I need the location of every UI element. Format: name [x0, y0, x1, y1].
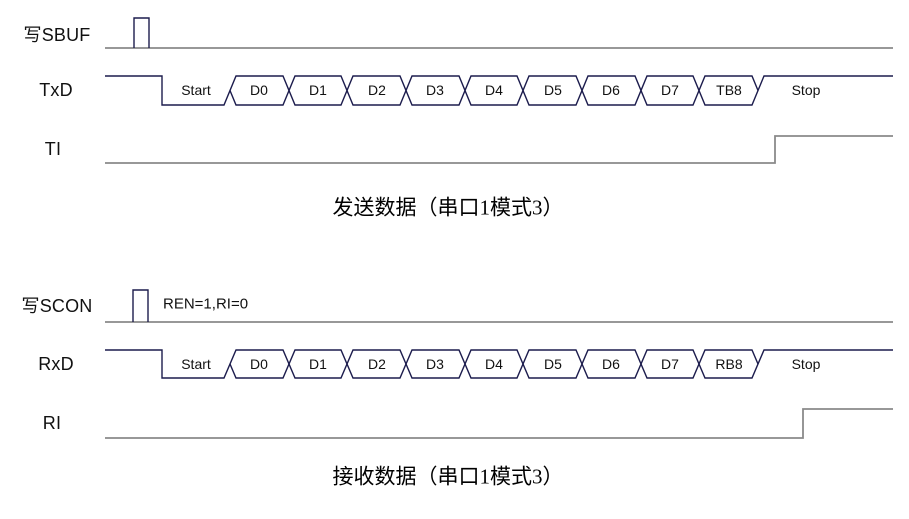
bit-label-rx-d6: D6: [602, 356, 620, 372]
bit-label-tx-d7: D7: [661, 82, 679, 98]
rxd-waveform-b: [229, 349, 893, 379]
scon-annotation: REN=1,RI=0: [163, 295, 249, 313]
bit-label-tx-d6: D6: [602, 82, 620, 98]
signal-label-write-scon: 写SCON: [21, 296, 93, 316]
scon-write-pulse: [132, 289, 149, 322]
bit-label-tx-d1: D1: [309, 82, 327, 98]
bit-label-rx-d0: D0: [250, 356, 268, 372]
bit-label-tx-tb8: TB8: [716, 82, 742, 98]
bit-label-rx-d5: D5: [544, 356, 562, 372]
bit-label-tx-stop: Stop: [791, 82, 821, 98]
bit-label-rx-d3: D3: [426, 356, 444, 372]
bit-label-tx-d5: D5: [544, 82, 562, 98]
caption-receive: 接收数据（串口1模式3）: [332, 464, 564, 489]
bit-label-tx-start: Start: [181, 82, 211, 98]
signal-label-ri: RI: [42, 413, 62, 433]
bit-label-tx-d3: D3: [426, 82, 444, 98]
bit-label-rx-d2: D2: [368, 356, 386, 372]
bit-label-rx-stop: Stop: [791, 356, 821, 372]
caption-transmit: 发送数据（串口1模式3）: [332, 195, 564, 220]
bit-label-tx-d4: D4: [485, 82, 503, 98]
bit-label-tx-d2: D2: [368, 82, 386, 98]
bit-label-tx-d0: D0: [250, 82, 268, 98]
sbuf-write-pulse: [133, 17, 150, 48]
bit-label-rx-d4: D4: [485, 356, 503, 372]
bit-label-rx-rb8: RB8: [715, 356, 743, 372]
txd-waveform-a: [105, 75, 759, 106]
ti-waveform: [105, 135, 893, 164]
bit-label-rx-d7: D7: [661, 356, 679, 372]
rxd-waveform-a: [105, 349, 759, 379]
signal-label-rxd: RxD: [38, 354, 74, 374]
ri-waveform: [105, 408, 893, 439]
signal-label-txd: TxD: [39, 80, 73, 100]
txd-waveform-b: [229, 75, 893, 106]
signal-label-write-sbuf: 写SBUF: [23, 25, 91, 45]
signal-label-ti: TI: [44, 139, 62, 159]
bit-label-rx-d1: D1: [309, 356, 327, 372]
bit-label-rx-start: Start: [181, 356, 211, 372]
